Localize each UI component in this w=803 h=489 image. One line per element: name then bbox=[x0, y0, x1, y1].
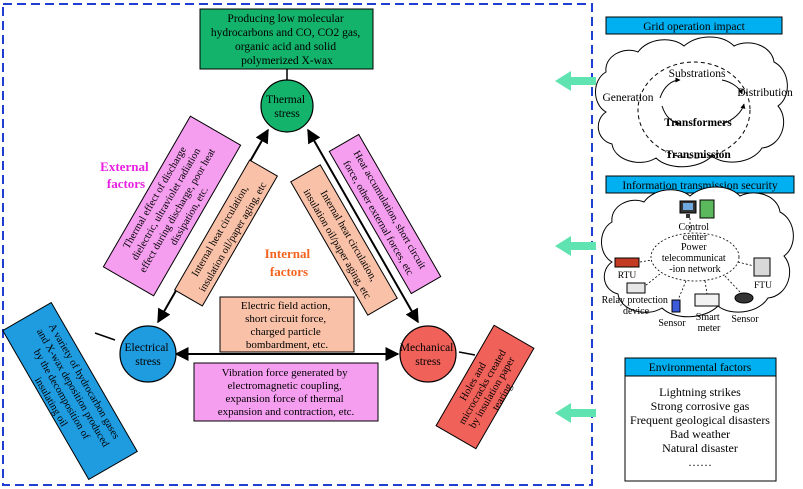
rtu-icon bbox=[614, 257, 640, 268]
top-box-line: hydrocarbons and CO, CO2 gas, bbox=[211, 27, 361, 39]
sensor-left-label: Sensor bbox=[658, 318, 686, 329]
rtu-label: RTU bbox=[618, 271, 637, 281]
top-box-line: polymerized X-wax bbox=[241, 55, 333, 67]
left-arrow-icon bbox=[555, 403, 596, 423]
env-item: Bad weather bbox=[670, 427, 730, 441]
electrical-label: Electrical bbox=[125, 342, 169, 354]
info-panel-title: Information transmission security bbox=[622, 180, 777, 192]
information-security-panel: Information transmission security Contro… bbox=[601, 175, 795, 334]
relay-device-icon bbox=[626, 282, 646, 294]
smart-meter-icon bbox=[694, 293, 720, 307]
ftu-icon bbox=[753, 257, 771, 277]
blue-box-connector bbox=[94, 332, 116, 341]
mechanical-label: stress bbox=[415, 356, 441, 368]
hydrocarbon-gases-box: A variety of hydrocarbon gases and X-wax… bbox=[2, 301, 138, 481]
mechanical-label: Mechanical bbox=[400, 342, 454, 354]
svg-text:Electric field action, s: Electric field action, short circuit for… bbox=[241, 300, 333, 351]
transformers-label: Transformers bbox=[664, 117, 732, 129]
grid-panel-title: Grid operation impact bbox=[643, 21, 745, 33]
network-label: Power telecommunicat -ion network bbox=[662, 242, 728, 275]
env-item: Frequent geological disasters bbox=[630, 413, 770, 427]
svg-text:Vibration force generated by: Vibration force generated by electromagn… bbox=[218, 367, 355, 418]
mechanical-stress-node: Mechanical stress bbox=[399, 325, 457, 383]
grid-cloud bbox=[595, 36, 788, 168]
env-panel-title: Environmental factors bbox=[649, 362, 752, 374]
env-item: Natural disaster bbox=[662, 441, 738, 455]
sensor-right-icon bbox=[734, 292, 754, 304]
top-box-line: organic acid and solid bbox=[235, 41, 336, 53]
svg-text:Thermal stress: Thermal stress bbox=[266, 94, 308, 120]
grid-dashed-ellipse bbox=[637, 61, 751, 159]
distribution-label: Distribution bbox=[737, 87, 793, 99]
holes-microcracks-box: Holes and microcracks created by insulat… bbox=[435, 324, 535, 450]
env-item: …… bbox=[688, 455, 712, 469]
svg-text:Electrical stress: Electrical stress bbox=[125, 342, 172, 368]
environmental-factors-panel: Environmental factors Lightning strikes … bbox=[624, 357, 777, 482]
electrical-stress-node: Electrical stress bbox=[119, 325, 177, 383]
thermal-label: stress bbox=[274, 108, 300, 120]
env-item: Lightning strikes bbox=[659, 385, 741, 399]
electric-field-box: Electric field action, short circuit for… bbox=[219, 296, 355, 353]
env-item: Strong corrosive gas bbox=[651, 399, 750, 413]
grid-operation-panel: Grid operation impact Generation Substra… bbox=[595, 16, 793, 168]
control-center-label: Control center bbox=[678, 222, 711, 243]
top-products-box: Producing low molecular hydrocarbons and… bbox=[199, 8, 374, 70]
smart-meter-label: Smart meter bbox=[696, 312, 722, 334]
generation-label: Generation bbox=[602, 92, 653, 104]
thermal-label: Thermal bbox=[266, 94, 305, 106]
sensor-left-icon bbox=[671, 299, 681, 313]
vibration-force-box: Vibration force generated by electromagn… bbox=[193, 362, 379, 422]
relay-label: Relay protection device bbox=[602, 295, 671, 317]
electrical-label: stress bbox=[135, 356, 161, 368]
internal-factors-label: Internal factors bbox=[265, 246, 314, 279]
info-cloud bbox=[601, 186, 794, 318]
ftu-label: FTU bbox=[754, 281, 772, 291]
svg-text:Mechanical stress: Mechanical stress bbox=[400, 342, 457, 368]
sensor-right-label: Sensor bbox=[731, 314, 759, 325]
red-box-connector bbox=[458, 351, 476, 356]
left-arrow-icon bbox=[555, 71, 596, 91]
arrow-thermal-mechanical bbox=[307, 128, 419, 324]
svg-text:Producing low molecular: Producing low molecular hydrocarbons and… bbox=[211, 13, 363, 67]
thermal-stress-node: Thermal stress bbox=[260, 79, 314, 133]
control-center-icon bbox=[679, 199, 715, 219]
substrations-label: Substrations bbox=[669, 68, 726, 80]
transmission-label: Transmission bbox=[665, 149, 731, 161]
top-box-line: Producing low molecular bbox=[227, 13, 343, 25]
left-arrow-icon bbox=[555, 236, 596, 256]
external-factors-label: External factors bbox=[100, 159, 152, 191]
